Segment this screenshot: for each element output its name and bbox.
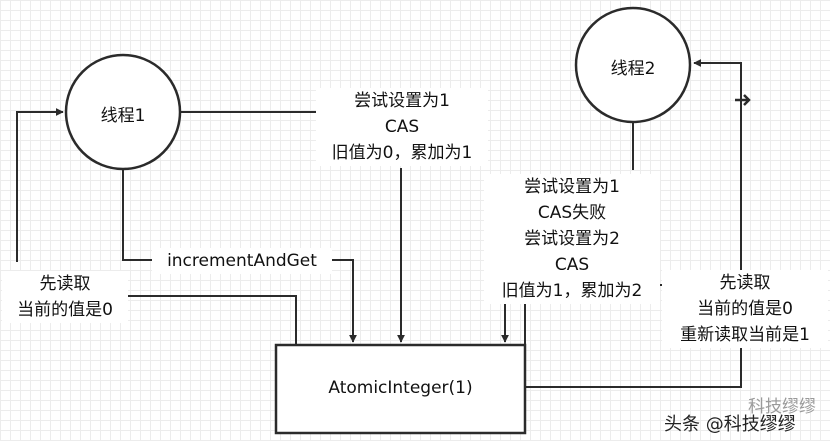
cas1-label: 尝试设置为1 CAS 旧值为0，累加为1: [316, 88, 488, 166]
cas2-line-2: CAS失败: [537, 203, 607, 223]
watermark-prefix: 头条: [664, 414, 700, 435]
watermark: 头条 @科技缪缪: [664, 410, 796, 436]
read1-connector: [128, 295, 297, 345]
atomic-integer-label: AtomicInteger(1): [328, 378, 473, 398]
read2-arrow: [525, 59, 742, 388]
thread2-label: 线程2: [610, 59, 656, 79]
cas1-line-3: 旧值为0，累加为1: [331, 143, 473, 163]
cas1-line-2: CAS: [384, 117, 420, 137]
read1-line-1: 先读取: [39, 274, 91, 294]
cas2-line-3: 尝试设置为2: [524, 229, 620, 249]
read1-label: 先读取 当前的值是0: [2, 271, 128, 323]
read1-line-2: 当前的值是0: [17, 300, 113, 320]
atomic-integer-node: [274, 343, 527, 435]
cas2-line-5: 旧值为1，累加为2: [501, 281, 643, 301]
cursor-tick: [735, 94, 751, 106]
read2-line-3: 重新读取当前是1: [680, 325, 810, 345]
increment-label: incrementAndGet: [152, 248, 332, 274]
watermark-faded: 科技缪缪: [748, 397, 816, 417]
cas2-line-1: 尝试设置为1: [524, 177, 620, 197]
cas2-label: 尝试设置为1 CAS失败 尝试设置为2 CAS 旧值为1，累加为2: [484, 174, 660, 304]
read2-label: 先读取 当前的值是0 重新读取当前是1: [662, 270, 828, 348]
cas1-line-1: 尝试设置为1: [354, 91, 450, 111]
watermark-handle: @科技缪缪: [705, 414, 796, 435]
thread1-label: 线程1: [100, 106, 146, 126]
read2-line-2: 当前的值是0: [697, 299, 793, 319]
read1-arrow: [16, 108, 64, 262]
cas2-line-4: CAS: [554, 255, 590, 275]
read2-line-1: 先读取: [719, 273, 771, 293]
